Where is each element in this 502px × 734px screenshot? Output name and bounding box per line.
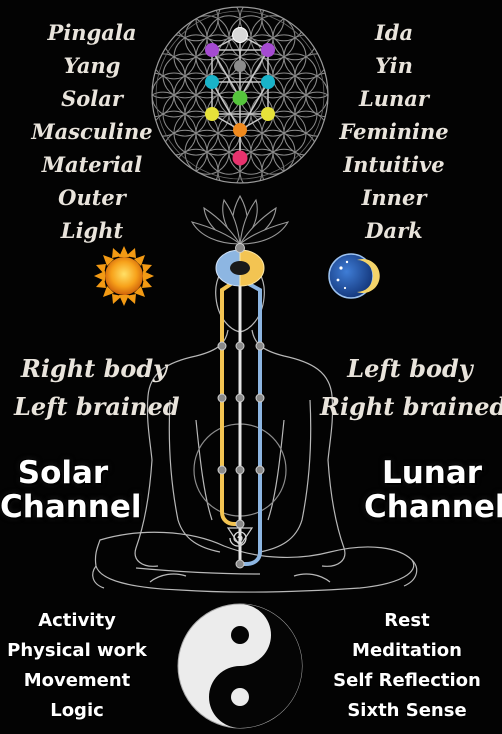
list-item: Logic [50, 700, 104, 721]
right-body-text: Right body [20, 354, 168, 383]
meditating-figure [92, 261, 418, 593]
crescent-moon-icon [328, 253, 380, 299]
spine-node [235, 465, 245, 475]
yin-yang-icon [177, 603, 303, 729]
chakra-yellow-dot [261, 107, 275, 121]
third-eye-icon [215, 249, 265, 287]
list-item: Self Reflection [333, 670, 481, 691]
solar-channel-label: Solar Channel [0, 455, 142, 525]
quality-ida: Ida [374, 20, 414, 45]
spine-node [217, 393, 227, 403]
left-qualities-list: Pingala Yang Solar Masculine Material Ou… [22, 16, 162, 247]
chakra-violet-dot [205, 43, 219, 57]
chakra-orange-dot [233, 123, 247, 137]
solar-word: Solar [17, 455, 109, 491]
flower-of-life-icon [151, 6, 329, 184]
quality-dark: Dark [365, 218, 423, 243]
left-body-label: Right body Left brained [14, 350, 180, 426]
right-brained-text: Right brained [320, 392, 502, 421]
list-item: Physical work [7, 640, 147, 661]
quality-lunar: Lunar [359, 86, 429, 111]
quality-solar: Solar [61, 86, 123, 111]
sun-icon [94, 246, 154, 306]
quality-light: Light [60, 218, 124, 243]
left-brained-text: Left brained [14, 392, 180, 421]
spine-node [217, 341, 227, 351]
spine-node [235, 341, 245, 351]
channel-word: Channel [0, 489, 142, 525]
channel-word: Channel [364, 489, 502, 525]
spine-node [255, 341, 265, 351]
chakra-yellow-dot [205, 107, 219, 121]
list-item: Movement [23, 670, 131, 691]
activity-list: Activity Physical work Movement Logic [0, 606, 154, 726]
spiral-icon [226, 527, 254, 548]
spine-node [235, 519, 245, 529]
left-body-text: Left body [347, 354, 473, 383]
pingala-channel [220, 282, 240, 526]
chakra-blue-dot [205, 75, 219, 89]
list-item: Sixth Sense [347, 700, 467, 721]
quality-intuitive: Intuitive [343, 152, 445, 177]
list-item: Meditation [352, 640, 462, 661]
quality-outer: Outer [58, 185, 126, 210]
quality-masculine: Masculine [31, 119, 153, 144]
rest-list: Rest Meditation Self Reflection Sixth Se… [326, 606, 488, 726]
chakra-violet-dot [261, 43, 275, 57]
ida-channel [240, 282, 262, 566]
right-body-label: Left body Right brained [320, 350, 502, 426]
quality-feminine: Feminine [339, 119, 449, 144]
spine-node [255, 465, 265, 475]
lunar-word: Lunar [381, 455, 483, 491]
right-qualities-list: Ida Yin Lunar Feminine Intuitive Inner D… [339, 16, 449, 247]
quality-yin: Yin [375, 53, 413, 78]
spine-node [235, 393, 245, 403]
list-item: Rest [384, 610, 430, 631]
lotus-icon [190, 194, 290, 246]
chakra-grey-dot [234, 60, 246, 72]
spine-node [217, 465, 227, 475]
spine-node [235, 559, 245, 569]
lunar-channel-label: Lunar Channel [364, 455, 502, 525]
chakra-blue-dot [261, 75, 275, 89]
spine-node [255, 393, 265, 403]
chakra-red-dot [232, 150, 248, 166]
quality-yang: Yang [63, 53, 121, 78]
quality-material: Material [41, 152, 143, 177]
spine-node [235, 243, 245, 253]
chakra-green-dot [232, 90, 248, 106]
chakra-crown-dot [232, 27, 248, 43]
quality-inner: Inner [361, 185, 427, 210]
list-item: Activity [38, 610, 116, 631]
quality-pingala: Pingala [47, 20, 137, 45]
